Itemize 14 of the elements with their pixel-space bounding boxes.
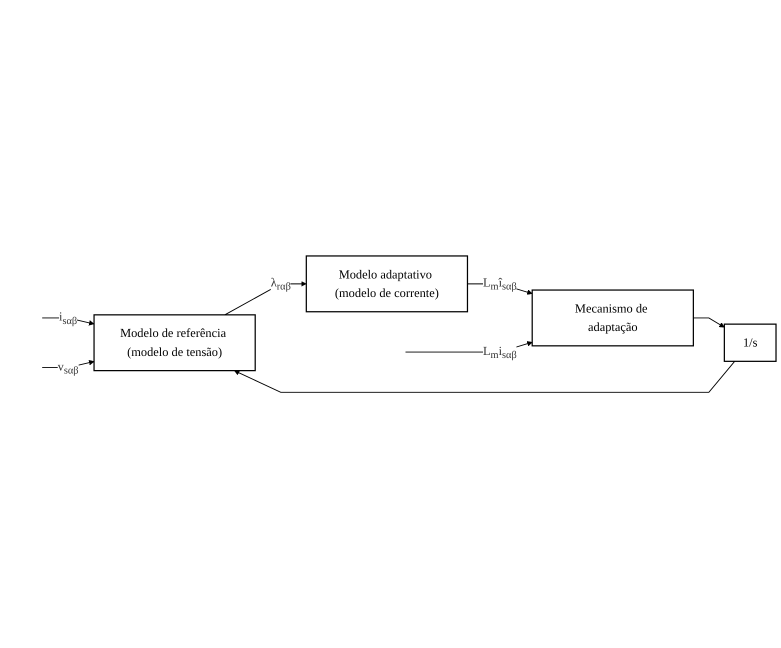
node-box: Mecanismo de adaptação — [532, 289, 694, 346]
edge-label: v$_{sαβ}$ — [58, 360, 79, 376]
arrow — [224, 280, 307, 316]
node-box: Modelo de referência (modelo de tensão) — [93, 314, 256, 372]
node-box: Modelo adaptativo (modelo de corrente) — [306, 255, 468, 312]
edge-label: L$_{m}$i$_{sαβ}$ — [482, 344, 517, 360]
node-box: 1/s — [724, 323, 777, 362]
arrow — [234, 360, 736, 393]
edge-label: i$_{sαβ}$ — [59, 310, 78, 326]
arrow — [42, 317, 94, 326]
arrow — [42, 360, 94, 368]
arrow — [692, 317, 725, 328]
edge-label: λ$_{rαβ}$ — [270, 276, 291, 292]
edge-label: L$_{m}$î$_{sαβ}$ — [482, 276, 517, 292]
